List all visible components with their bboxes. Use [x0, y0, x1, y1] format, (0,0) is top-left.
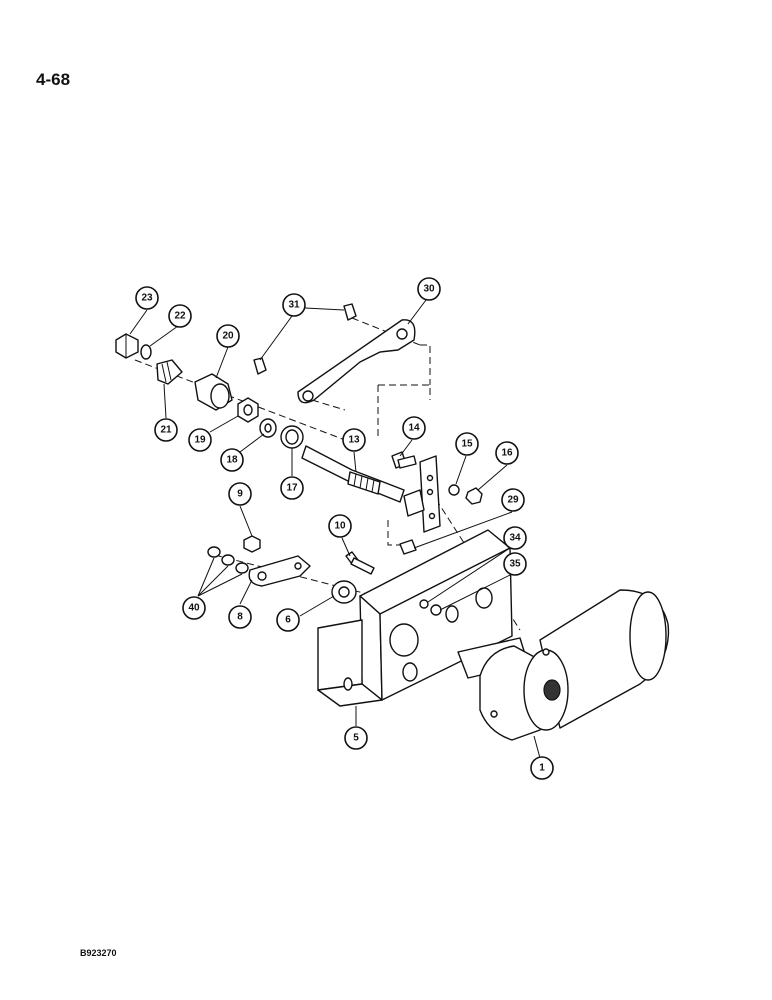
svg-text:8: 8 — [237, 612, 243, 623]
callout-19: 19 — [188, 428, 212, 452]
callout-40: 40 — [182, 596, 206, 620]
callout-14: 14 — [402, 416, 426, 440]
callout-9: 9 — [228, 482, 252, 506]
part-14-pin — [391, 451, 417, 469]
callout-1: 1 — [530, 756, 554, 780]
svg-text:18: 18 — [226, 455, 238, 466]
callout-17: 17 — [280, 476, 304, 500]
svg-text:22: 22 — [174, 311, 186, 322]
part-6-washer — [331, 580, 357, 604]
callout-leaders — [129, 299, 541, 759]
svg-text:31: 31 — [288, 300, 300, 311]
part-5-bracket — [317, 529, 513, 707]
part-19-nut — [237, 397, 259, 423]
svg-text:35: 35 — [509, 559, 521, 570]
part-17-washer — [280, 425, 304, 449]
svg-text:21: 21 — [160, 425, 172, 436]
svg-text:15: 15 — [461, 439, 473, 450]
callout-31: 31 — [282, 293, 306, 317]
callout-15: 15 — [455, 432, 479, 456]
callout-35: 35 — [503, 552, 527, 576]
svg-text:5: 5 — [353, 733, 359, 744]
part-29-screw — [399, 539, 417, 555]
crank-plate — [403, 455, 441, 533]
callout-29: 29 — [501, 488, 525, 512]
svg-text:13: 13 — [348, 435, 360, 446]
part-22-washer — [140, 344, 152, 360]
svg-text:16: 16 — [501, 448, 513, 459]
callout-10: 10 — [328, 514, 352, 538]
part-16-nut — [465, 487, 483, 505]
part-31-clips — [253, 303, 357, 375]
svg-text:17: 17 — [286, 483, 298, 494]
callout-30: 30 — [417, 277, 441, 301]
part-30-link-arm — [297, 319, 416, 404]
callout-23: 23 — [135, 286, 159, 310]
svg-text:10: 10 — [334, 521, 346, 532]
part-40-washers — [207, 546, 249, 574]
svg-text:20: 20 — [222, 331, 234, 342]
part-34-washer — [419, 599, 429, 609]
part-35-washer — [430, 604, 442, 616]
part-18-washer — [259, 418, 277, 438]
callout-34: 34 — [503, 526, 527, 550]
part-21-bushing — [156, 359, 183, 385]
callout-6: 6 — [276, 608, 300, 632]
callout-5: 5 — [344, 726, 368, 750]
callout-8: 8 — [228, 605, 252, 629]
svg-text:19: 19 — [194, 435, 206, 446]
part-8-arm — [248, 555, 311, 587]
svg-text:29: 29 — [507, 495, 519, 506]
svg-text:14: 14 — [408, 423, 420, 434]
page-number: 4-68 — [36, 70, 71, 89]
part-10-bolt — [345, 551, 375, 575]
callout-13: 13 — [342, 428, 366, 452]
svg-text:40: 40 — [188, 603, 200, 614]
part-15-washer — [448, 484, 460, 496]
figure-id: B923270 — [80, 948, 117, 958]
part-9-nut — [243, 535, 261, 553]
callout-20: 20 — [216, 324, 240, 348]
svg-text:9: 9 — [237, 489, 243, 500]
part-20-grommet — [194, 373, 233, 411]
svg-text:23: 23 — [141, 293, 153, 304]
callout-22: 22 — [168, 304, 192, 328]
callout-16: 16 — [495, 441, 519, 465]
part-13-shaft — [301, 445, 405, 503]
part-23-nut — [115, 333, 139, 359]
svg-text:6: 6 — [285, 615, 291, 626]
svg-text:1: 1 — [539, 763, 545, 774]
callout-21: 21 — [154, 418, 178, 442]
callout-18: 18 — [220, 448, 244, 472]
svg-text:34: 34 — [509, 533, 521, 544]
part-1-motor — [457, 589, 670, 741]
svg-text:30: 30 — [423, 284, 435, 295]
